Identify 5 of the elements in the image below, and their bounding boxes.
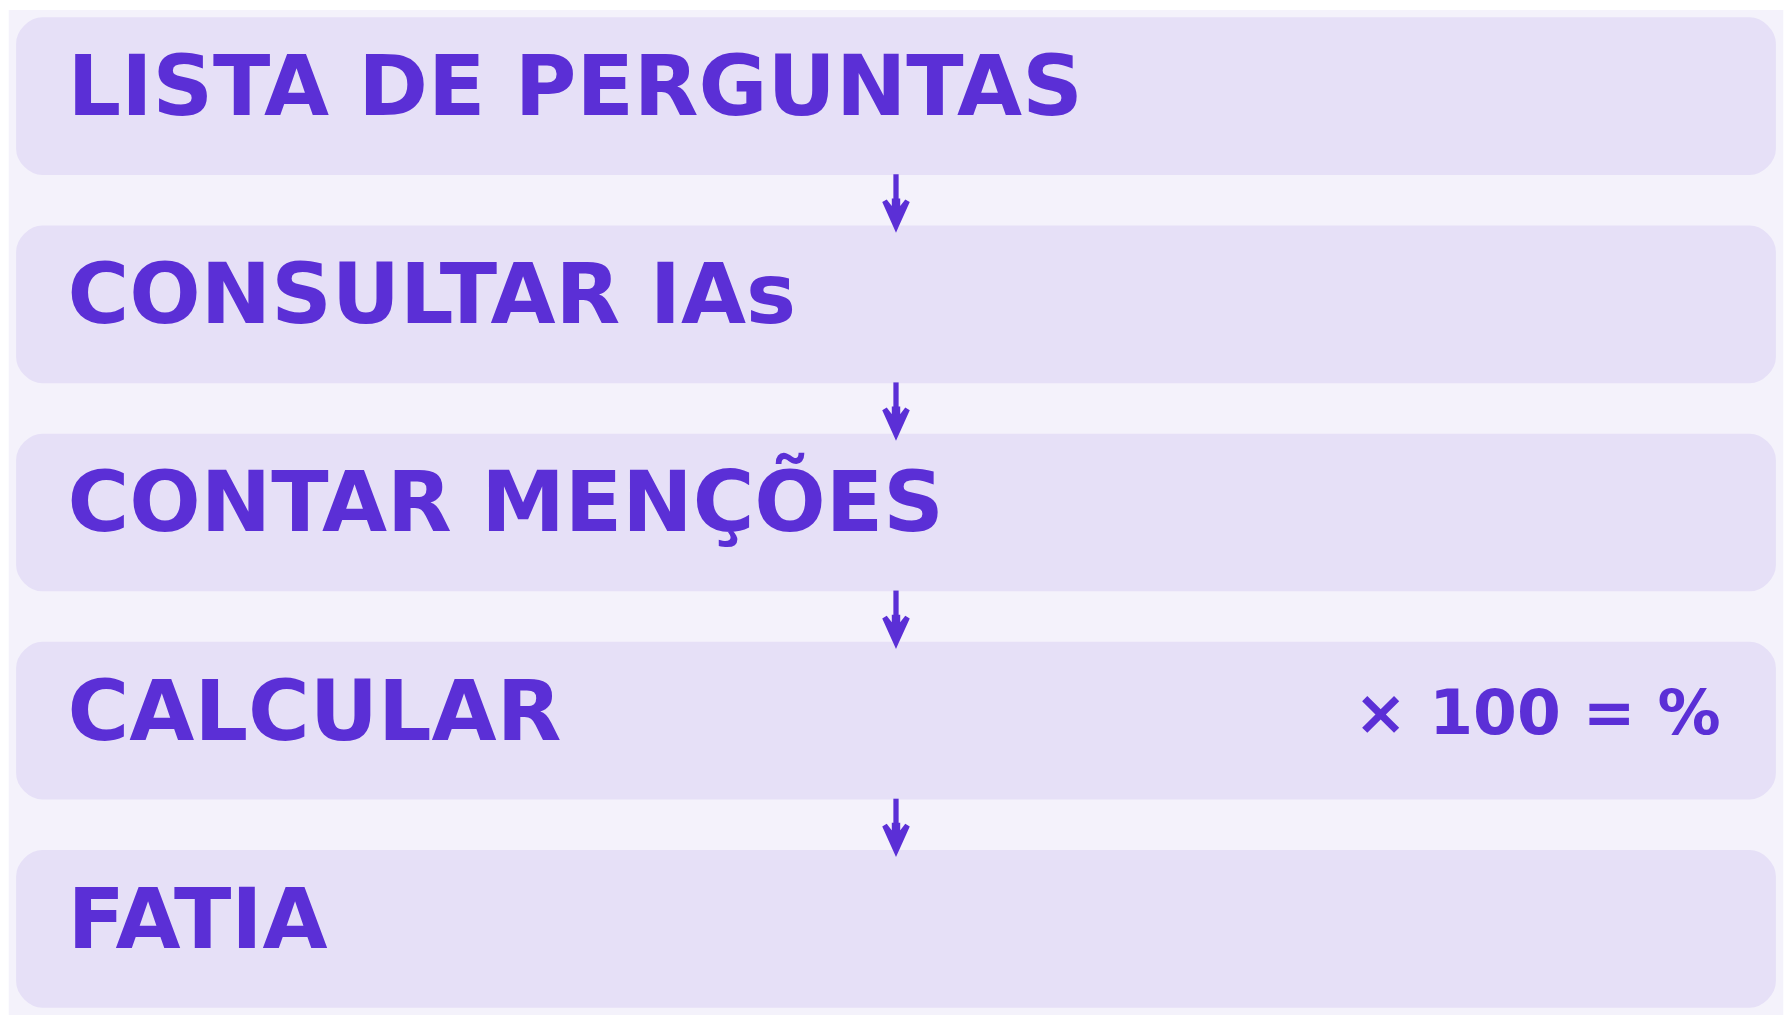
node-box: CALCULAR × 100 = % (16, 641, 1776, 799)
node-box: CONSULTAR IAs (16, 225, 1776, 383)
node-box: CONTAR MENÇÕES (16, 433, 1776, 591)
node-box: LISTA DE PERGUNTAS (16, 16, 1776, 175)
node-box: FATIA (16, 849, 1776, 1008)
